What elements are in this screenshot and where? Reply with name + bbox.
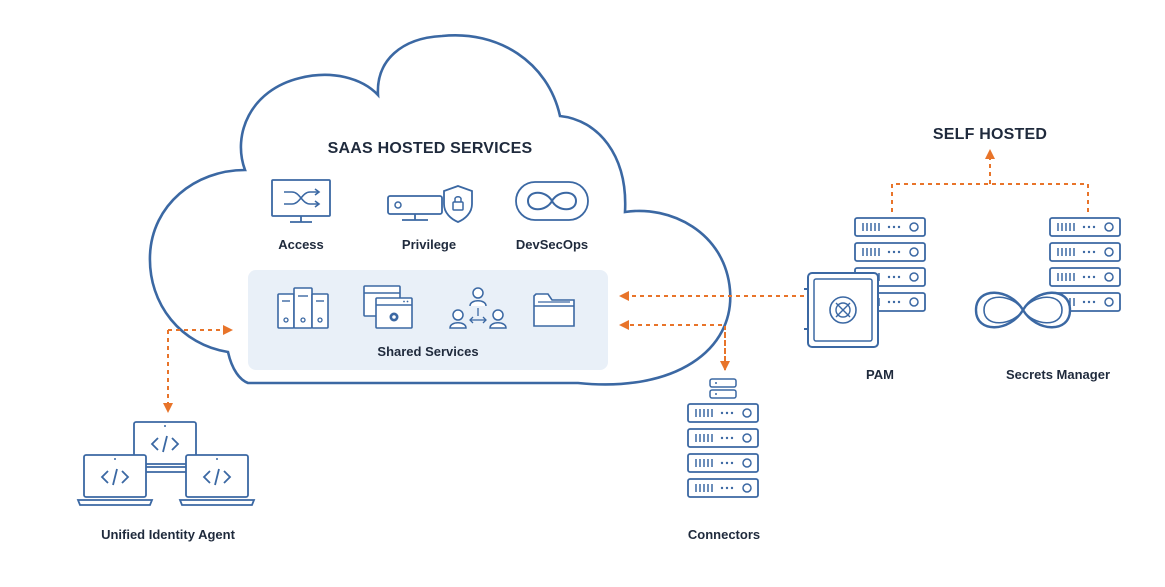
connectors-to-cloud-arrow [619, 320, 726, 370]
service-label-access: Access [278, 237, 324, 252]
settings-window-icon [363, 285, 413, 329]
self-hosted-branch [891, 183, 1089, 212]
server-rack-icon [687, 378, 759, 498]
connectors-label: Connectors [687, 527, 761, 542]
service-label-privilege: Privilege [401, 237, 457, 252]
connection-lines [163, 149, 1089, 413]
cloud-title: SAAS HOSTED SERVICES [327, 140, 533, 157]
server-stack-icon [277, 287, 329, 329]
shared-services-label: Shared Services [377, 344, 479, 359]
secrets-manager-label: Secrets Manager [1005, 367, 1111, 382]
infinity-server-icon [974, 291, 1072, 329]
infinity-icon [515, 181, 589, 221]
pam-label: PAM [866, 367, 894, 382]
agent-label: Unified Identity Agent [101, 527, 235, 542]
vault-server-icon [804, 272, 879, 348]
self-hosted-title: SELF HOSTED [932, 126, 1048, 143]
user-network-icon [449, 287, 507, 329]
secure-server-icon [387, 185, 473, 223]
shuffle-monitor-icon [271, 179, 331, 223]
code-laptops-icon [77, 421, 255, 506]
service-label-devsecops: DevSecOps [515, 237, 589, 252]
shared-services-panel [248, 270, 608, 370]
folder-icon [533, 293, 575, 327]
